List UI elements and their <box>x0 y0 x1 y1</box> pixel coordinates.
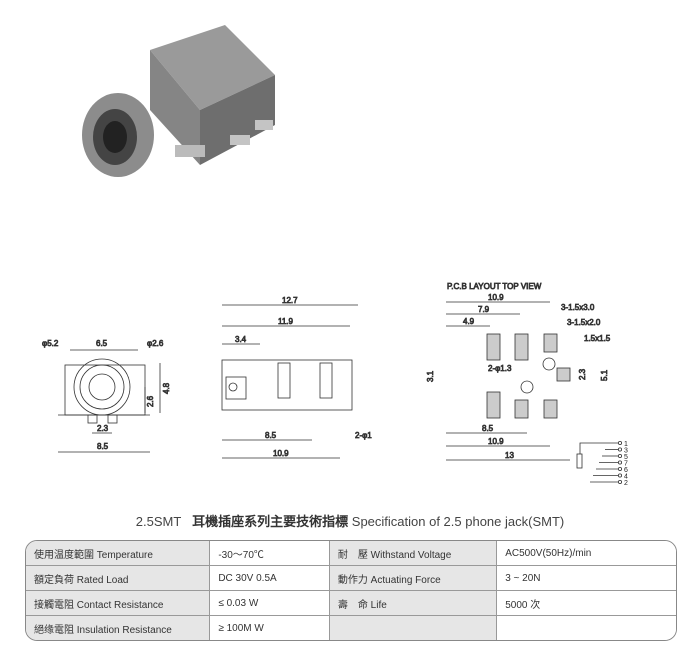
spec-name: 絕缘電阻 Insulation Resistance <box>26 616 211 640</box>
pin-label: 1 <box>624 441 628 448</box>
dim-label: φ5.2 <box>42 339 59 348</box>
drawings: φ5.2 6.5 φ2.6 4.8 2.6 2.3 8.5 12.7 11.9 … <box>42 25 628 487</box>
pin-label: 3 <box>624 448 628 455</box>
pin-terminal <box>618 453 623 458</box>
spec-value: 5000 次 <box>497 591 676 616</box>
spec-value: DC 30V 0.5A <box>210 566 330 591</box>
pin-terminal <box>618 479 623 484</box>
dim-label: 2.6 <box>146 395 155 407</box>
pin-label: 6 <box>624 467 628 474</box>
pin-terminal <box>618 466 623 471</box>
dim-label: 10.9 <box>488 293 504 302</box>
product-photo <box>82 25 275 177</box>
dim-label: 10.9 <box>273 449 289 458</box>
pcb-layout-drawing: P.C.B LAYOUT TOP VIEW 10.9 7.9 4.9 3-1.5… <box>426 282 611 461</box>
dim-label: 2-φ1.3 <box>488 364 512 373</box>
dim-label: 2.3 <box>578 368 587 380</box>
dim-label: 7.9 <box>478 305 490 314</box>
pin-label: 5 <box>624 454 628 461</box>
title-en: Specification of 2.5 phone jack(SMT) <box>351 514 565 529</box>
pin-label: 4 <box>624 474 628 481</box>
spec-row: 絕缘電阻 Insulation Resistance≥ 100M W <box>26 616 676 640</box>
dim-label: 12.7 <box>282 296 298 305</box>
dim-label: 3.1 <box>426 370 435 382</box>
title-cn: 耳機插座系列主要技術指標 <box>192 514 349 529</box>
dim-label: 4.8 <box>162 382 171 394</box>
spec-value: ≤ 0.03 W <box>210 591 330 616</box>
dim-label: 1.5x1.5 <box>584 334 611 343</box>
spec-value <box>497 616 676 640</box>
dim-label: 3.4 <box>235 335 247 344</box>
dim-label: 13 <box>505 451 514 460</box>
pin-terminal <box>618 447 623 452</box>
pin-label: 2 <box>624 480 628 487</box>
front-view-drawing: φ5.2 6.5 φ2.6 4.8 2.6 2.3 8.5 <box>42 339 171 453</box>
spec-name: 使用温度範圍 Temperature <box>26 541 211 566</box>
spec-value: ≥ 100M W <box>210 616 330 640</box>
dim-label: 8.5 <box>97 442 109 451</box>
dim-label: 3-1.5x3.0 <box>561 303 595 312</box>
spec-name: 壽 命 Life <box>329 591 498 616</box>
pcb-title: P.C.B LAYOUT TOP VIEW <box>447 282 542 291</box>
pin-terminal <box>618 460 623 465</box>
spec-name: 耐 壓 Withstand Voltage <box>329 541 498 566</box>
spec-title: 2.5SMT 耳機插座系列主要技術指標 Specification of 2.5… <box>0 511 700 530</box>
spec-name: 接觸電阻 Contact Resistance <box>26 591 211 616</box>
dim-label: φ2.6 <box>147 339 164 348</box>
dim-label: 3-1.5x2.0 <box>567 318 601 327</box>
pin-label: 7 <box>624 461 628 468</box>
dim-label: 2.3 <box>97 424 109 433</box>
dim-label: 5.1 <box>600 369 609 381</box>
pin-terminal <box>618 440 623 445</box>
pin-terminal <box>618 473 623 478</box>
dim-label: 11.9 <box>278 317 294 326</box>
spec-name: 額定負荷 Rated Load <box>26 566 211 591</box>
spec-name <box>329 616 498 640</box>
dim-label: 8.5 <box>265 431 277 440</box>
dim-label: 6.5 <box>96 339 108 348</box>
spec-value: 3 ~ 20N <box>497 566 676 591</box>
dim-label: 10.9 <box>488 437 504 446</box>
spec-value: -30～70℃ <box>210 541 330 566</box>
dim-label: 2-φ1 <box>355 431 372 440</box>
spec-name: 動作力 Actuating Force <box>329 566 498 591</box>
model-label: 2.5SMT <box>135 514 182 529</box>
spec-value: AC500V(50Hz)/min <box>497 541 676 566</box>
dim-label: 4.9 <box>463 317 475 326</box>
dim-label: 8.5 <box>482 424 494 433</box>
side-view-drawing: 12.7 11.9 3.4 8.5 2-φ1 10.9 <box>221 296 373 459</box>
